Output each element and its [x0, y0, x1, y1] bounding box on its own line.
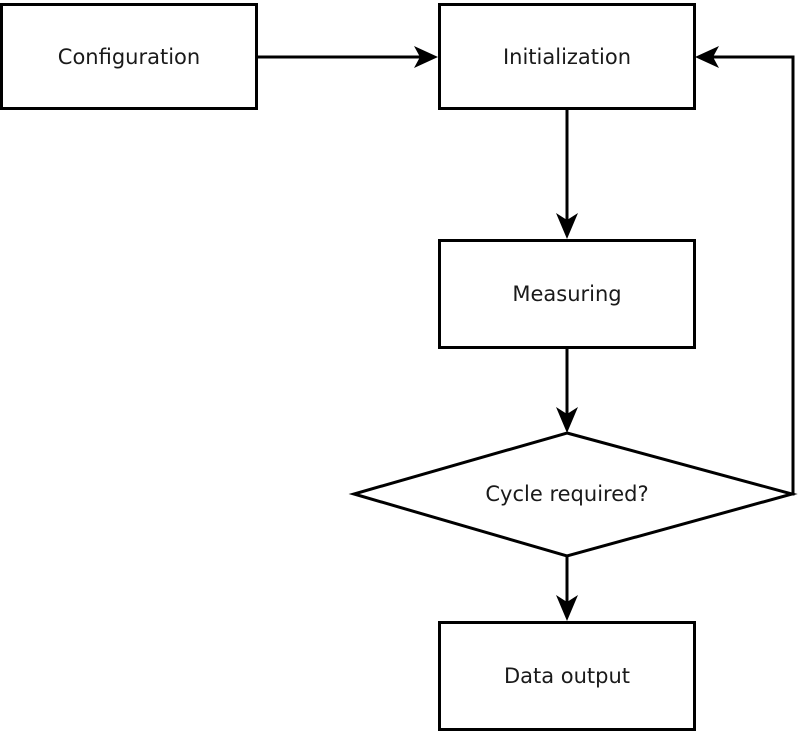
edge-cycle-required-to-initialization-loop: [695, 46, 795, 496]
edge-line-cycle-required-to-initialization-loop: [712, 55, 795, 496]
node-initialization-shape[interactable]: [438, 3, 696, 110]
node-cycle-required[interactable]: Cycle required?: [348, 431, 798, 558]
node-measuring-shape[interactable]: [438, 239, 696, 349]
node-data-output[interactable]: Data output: [438, 621, 696, 731]
arrow-head-right-icon: [414, 46, 438, 68]
node-cycle-required-shape[interactable]: [348, 431, 798, 558]
edge-initialization-to-measuring: [556, 110, 578, 239]
arrow-head-down-icon: [556, 407, 578, 433]
node-data-output-label: Data output: [504, 664, 630, 688]
node-configuration-label: Configuration: [58, 45, 200, 69]
edge-measuring-to-cycle-required: [556, 348, 578, 433]
node-configuration-shape[interactable]: [0, 3, 258, 110]
edge-configuration-to-initialization: [258, 46, 438, 68]
node-initialization-label: Initialization: [503, 45, 631, 69]
node-initialization[interactable]: Initialization: [438, 3, 696, 110]
arrow-head-down-icon: [556, 213, 578, 239]
node-cycle-required-label: Cycle required?: [485, 482, 648, 506]
arrow-head-down-icon: [556, 595, 578, 621]
node-measuring[interactable]: Measuring: [438, 239, 696, 349]
node-measuring-label: Measuring: [512, 282, 621, 306]
node-configuration[interactable]: Configuration: [0, 3, 258, 110]
node-data-output-shape[interactable]: [438, 621, 696, 731]
edge-cycle-required-to-data-output: [556, 556, 578, 621]
arrow-head-left-icon: [695, 46, 719, 68]
